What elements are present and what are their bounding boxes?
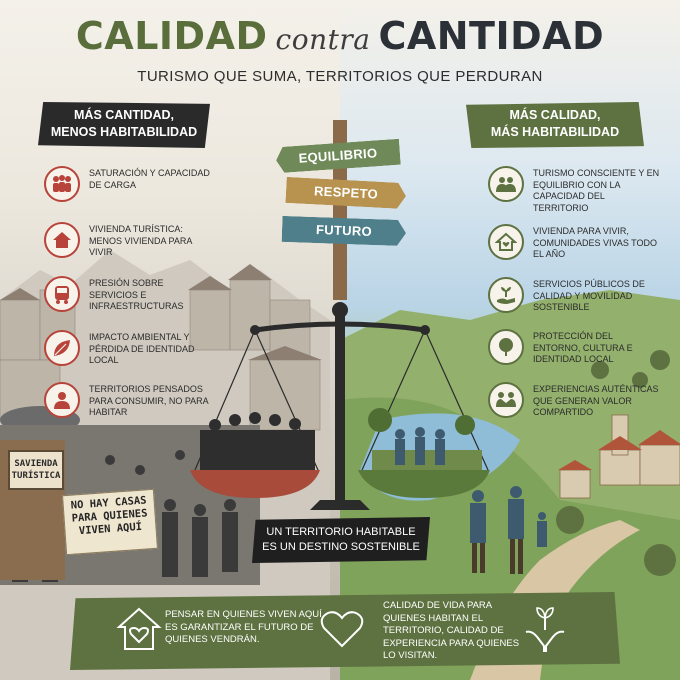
- right-heading-line1: MÁS CALIDAD,: [509, 108, 601, 122]
- hands-plant-icon: [525, 607, 565, 652]
- left-heading-line2: MENOS HABITABILIDAD: [50, 125, 198, 139]
- shop-sign-line1: SAVIENDA: [14, 459, 58, 469]
- leaf-icon: [44, 330, 80, 366]
- tree-icon: [488, 329, 524, 365]
- bottom-text-right: CALIDAD DE VIDA PARA QUIENES HABITAN EL …: [383, 600, 520, 661]
- hand-plant-icon: [488, 277, 524, 313]
- right-section-heading: MÁS CALIDAD, MÁS HABITABILIDAD: [466, 102, 644, 148]
- left-item-housing: VIVIENDA TURÍSTICA: MENOS VIVIENDA PARA …: [44, 222, 211, 259]
- left-item-text: IMPACTO AMBIENTAL Y PÉRDIDA DE IDENTIDAD…: [89, 332, 195, 365]
- home-heart-icon: [488, 224, 524, 260]
- center-banner: UN TERRITORIO HABITABLE ES UN DESTINO SO…: [252, 517, 430, 563]
- right-item-experiences: EXPERIENCIAS AUTÉNTICAS QUE GENERAN VALO…: [488, 382, 661, 419]
- right-item-conscious: TURISMO CONSCIENTE Y EN EQUILIBRIO CON L…: [488, 166, 661, 214]
- center-banner-line1: UN TERRITORIO HABITABLE: [266, 526, 416, 538]
- balance-scale: [190, 302, 490, 510]
- right-item-text: EXPERIENCIAS AUTÉNTICAS QUE GENERAN VALO…: [533, 384, 659, 417]
- title-mid: contra: [275, 23, 371, 56]
- title-left: CALIDAD: [75, 14, 268, 58]
- protest-sign: NO HAY CASAS PARA QUIENES VIVEN AQUÍ: [62, 488, 158, 556]
- right-item-text: PROTECCIÓN DEL ENTORNO, CULTURA E IDENTI…: [533, 331, 633, 364]
- left-item-environment: IMPACTO AMBIENTAL Y PÉRDIDA DE IDENTIDAD…: [44, 330, 211, 367]
- person-icon: [44, 382, 80, 418]
- page-subtitle: TURISMO QUE SUMA, TERRITORIOS QUE PERDUR…: [137, 68, 543, 85]
- left-item-services: PRESIÓN SOBRE SERVICIOS E INFRAESTRUCTUR…: [44, 276, 211, 313]
- left-item-saturation: SATURACIÓN Y CAPACIDAD DE CARGA: [44, 166, 211, 202]
- right-item-text: SERVICIOS PÚBLICOS DE CALIDAD Y MOVILIDA…: [533, 279, 645, 312]
- shop-sign: SAVIENDA TURÍSTICA: [8, 450, 64, 490]
- shop-sign-line2: TURÍSTICA: [11, 471, 61, 481]
- left-item-text: PRESIÓN SOBRE SERVICIOS E INFRAESTRUCTUR…: [89, 278, 184, 311]
- right-item-housing: VIVIENDA PARA VIVIR, COMUNIDADES VIVAS T…: [488, 224, 661, 261]
- sign-futuro: FUTURO: [282, 216, 407, 246]
- home-heart-outline-icon: [116, 607, 162, 650]
- left-item-consume: TERRITORIOS PENSADOS PARA CONSUMIR, NO P…: [44, 382, 211, 419]
- right-heading-line2: MÁS HABITABILIDAD: [490, 125, 620, 139]
- bottom-text-left: PENSAR EN QUIENES VIVEN AQUÍ ES GARANTIZ…: [165, 609, 322, 645]
- title-right: CANTIDAD: [378, 14, 605, 58]
- left-item-text: SATURACIÓN Y CAPACIDAD DE CARGA: [89, 168, 210, 190]
- left-heading-line1: MÁS CANTIDAD,: [74, 108, 174, 122]
- left-item-text: TERRITORIOS PENSADOS PARA CONSUMIR, NO P…: [89, 384, 209, 417]
- right-item-text: TURISMO CONSCIENTE Y EN EQUILIBRIO CON L…: [533, 168, 660, 213]
- bus-icon: [44, 276, 80, 312]
- handshake-icon: [488, 382, 524, 418]
- right-item-text: VIVIENDA PARA VIVIR, COMUNIDADES VIVAS T…: [533, 226, 658, 259]
- right-item-services: SERVICIOS PÚBLICOS DE CALIDAD Y MOVILIDA…: [488, 277, 661, 314]
- center-banner-line2: ES UN DESTINO SOSTENIBLE: [262, 541, 420, 553]
- right-item-protection: PROTECCIÓN DEL ENTORNO, CULTURA E IDENTI…: [488, 329, 661, 366]
- left-item-text: VIVIENDA TURÍSTICA: MENOS VIVIENDA PARA …: [89, 224, 192, 257]
- left-section-heading: MÁS CANTIDAD, MENOS HABITABILIDAD: [38, 102, 210, 148]
- house-icon: [44, 222, 80, 258]
- heart-outline-icon: [320, 611, 364, 648]
- people-circle-icon: [488, 166, 524, 202]
- crowd-icon: [44, 166, 80, 202]
